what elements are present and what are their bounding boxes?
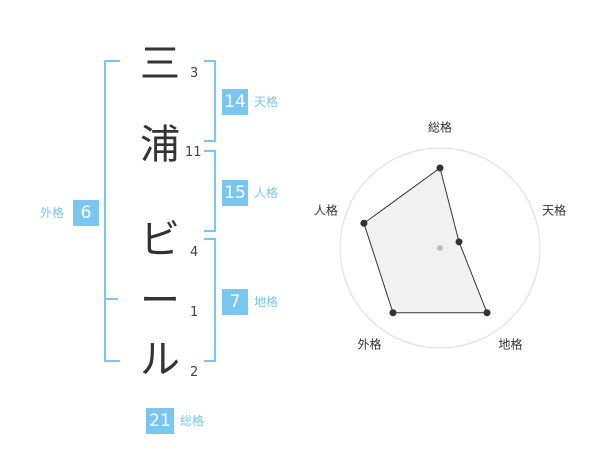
radar-center-dot: [437, 245, 443, 251]
radar-label-5: 人格: [314, 202, 338, 217]
radar-label-3: 地格: [499, 337, 523, 352]
radar-point-3: [483, 309, 491, 317]
radar-point-1: [436, 164, 444, 172]
jinkaku-bracket: [204, 150, 216, 232]
outer-bracket: [104, 60, 120, 362]
radar-label-1: 総格: [428, 120, 452, 135]
chikaku-label: 地格: [254, 295, 279, 309]
radar-label-4: 外格: [357, 337, 381, 352]
name-char-3: ビ: [140, 217, 180, 263]
stroke-count-2: 11: [185, 145, 202, 160]
stroke-count-3: 4: [190, 245, 199, 260]
jinkaku-value: 15: [222, 180, 248, 206]
tenkaku-value: 14: [222, 89, 248, 115]
stroke-count-4: 1: [190, 305, 199, 320]
radar-data-polygon: [363, 167, 488, 314]
gaikaku-value: 6: [73, 200, 99, 226]
jinkaku-label: 人格: [254, 186, 279, 200]
name-char-2: 浦: [140, 122, 180, 168]
outer-bracket-mid-tick: [106, 298, 118, 300]
radar-label-2: 天格: [542, 202, 566, 217]
name-char-5: ル: [140, 337, 180, 383]
name-char-4: ー: [140, 278, 180, 324]
tenkaku-bracket: [204, 60, 216, 142]
gaikaku-label: 外格: [40, 206, 65, 220]
chikaku-value: 7: [222, 289, 248, 315]
stroke-count-5: 2: [190, 365, 199, 380]
radar-point-5: [360, 219, 368, 227]
radar-points: [360, 164, 491, 317]
chikaku-bracket: [204, 238, 216, 362]
name-char-1: 三: [140, 41, 180, 87]
soukaku-label: 総格: [180, 414, 205, 428]
radar-point-4: [389, 309, 397, 317]
soukaku-value: 21: [146, 408, 174, 434]
radar-point-2: [455, 238, 463, 246]
tenkaku-label: 天格: [254, 95, 279, 109]
stroke-count-1: 3: [190, 66, 199, 81]
